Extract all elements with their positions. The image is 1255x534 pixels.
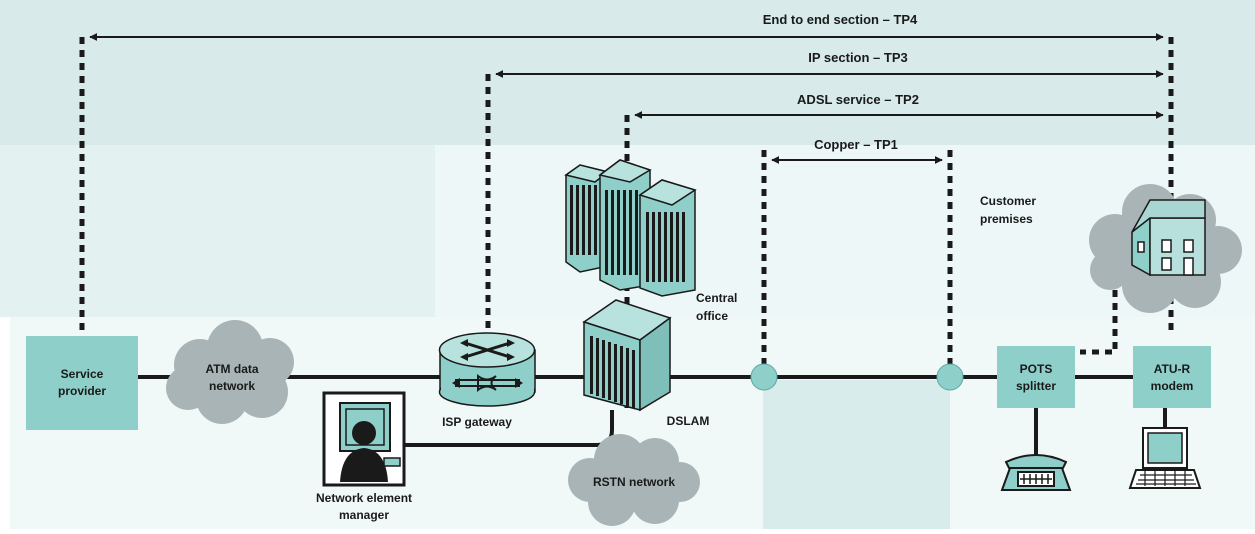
top-band bbox=[0, 0, 1255, 145]
tp1-label: Copper – TP1 bbox=[814, 137, 898, 152]
office-building-icon bbox=[564, 159, 697, 297]
rstn-cloud bbox=[568, 434, 700, 526]
section-arrows bbox=[89, 33, 1164, 164]
service-provider-box bbox=[26, 336, 138, 430]
dslam-rack-icon bbox=[582, 299, 672, 412]
service-provider-label-2: provider bbox=[58, 384, 106, 398]
atu-label-1: ATU-R bbox=[1154, 362, 1191, 376]
pots-label-2: splitter bbox=[1016, 379, 1056, 393]
isp-gateway-label: ISP gateway bbox=[442, 415, 512, 429]
atm-label-1: ATM data bbox=[205, 362, 258, 376]
tp3-label: IP section – TP3 bbox=[808, 50, 907, 65]
central-office-label-1: Central bbox=[696, 291, 737, 305]
rstn-label: RSTN network bbox=[593, 475, 675, 489]
house-icon bbox=[1131, 199, 1206, 277]
computer-icon bbox=[1128, 427, 1202, 489]
pots-splitter-box bbox=[997, 346, 1075, 408]
central-office-label-2: office bbox=[696, 309, 728, 323]
telephone-icon bbox=[1000, 454, 1072, 491]
copper-node-right bbox=[936, 363, 964, 391]
atu-r-modem-box bbox=[1133, 346, 1211, 408]
router-icon bbox=[438, 332, 536, 407]
operator-terminal-icon bbox=[322, 391, 406, 487]
pots-label-1: POTS bbox=[1020, 362, 1053, 376]
dslam-label: DSLAM bbox=[667, 414, 710, 428]
tp2-label: ADSL service – TP2 bbox=[797, 92, 919, 107]
service-provider-label-1: Service bbox=[61, 367, 104, 381]
customer-premises-label-1: Customer bbox=[980, 194, 1036, 208]
atm-label-2: network bbox=[209, 379, 255, 393]
customer-premises-label-2: premises bbox=[980, 212, 1033, 226]
atm-cloud bbox=[166, 320, 294, 424]
nem-label-2: manager bbox=[339, 508, 389, 522]
copper-node-left bbox=[750, 363, 778, 391]
tp4-label: End to end section – TP4 bbox=[763, 12, 918, 27]
nem-label-1: Network element bbox=[316, 491, 412, 505]
atu-label-2: modem bbox=[1151, 379, 1194, 393]
copper-strip bbox=[763, 380, 950, 529]
